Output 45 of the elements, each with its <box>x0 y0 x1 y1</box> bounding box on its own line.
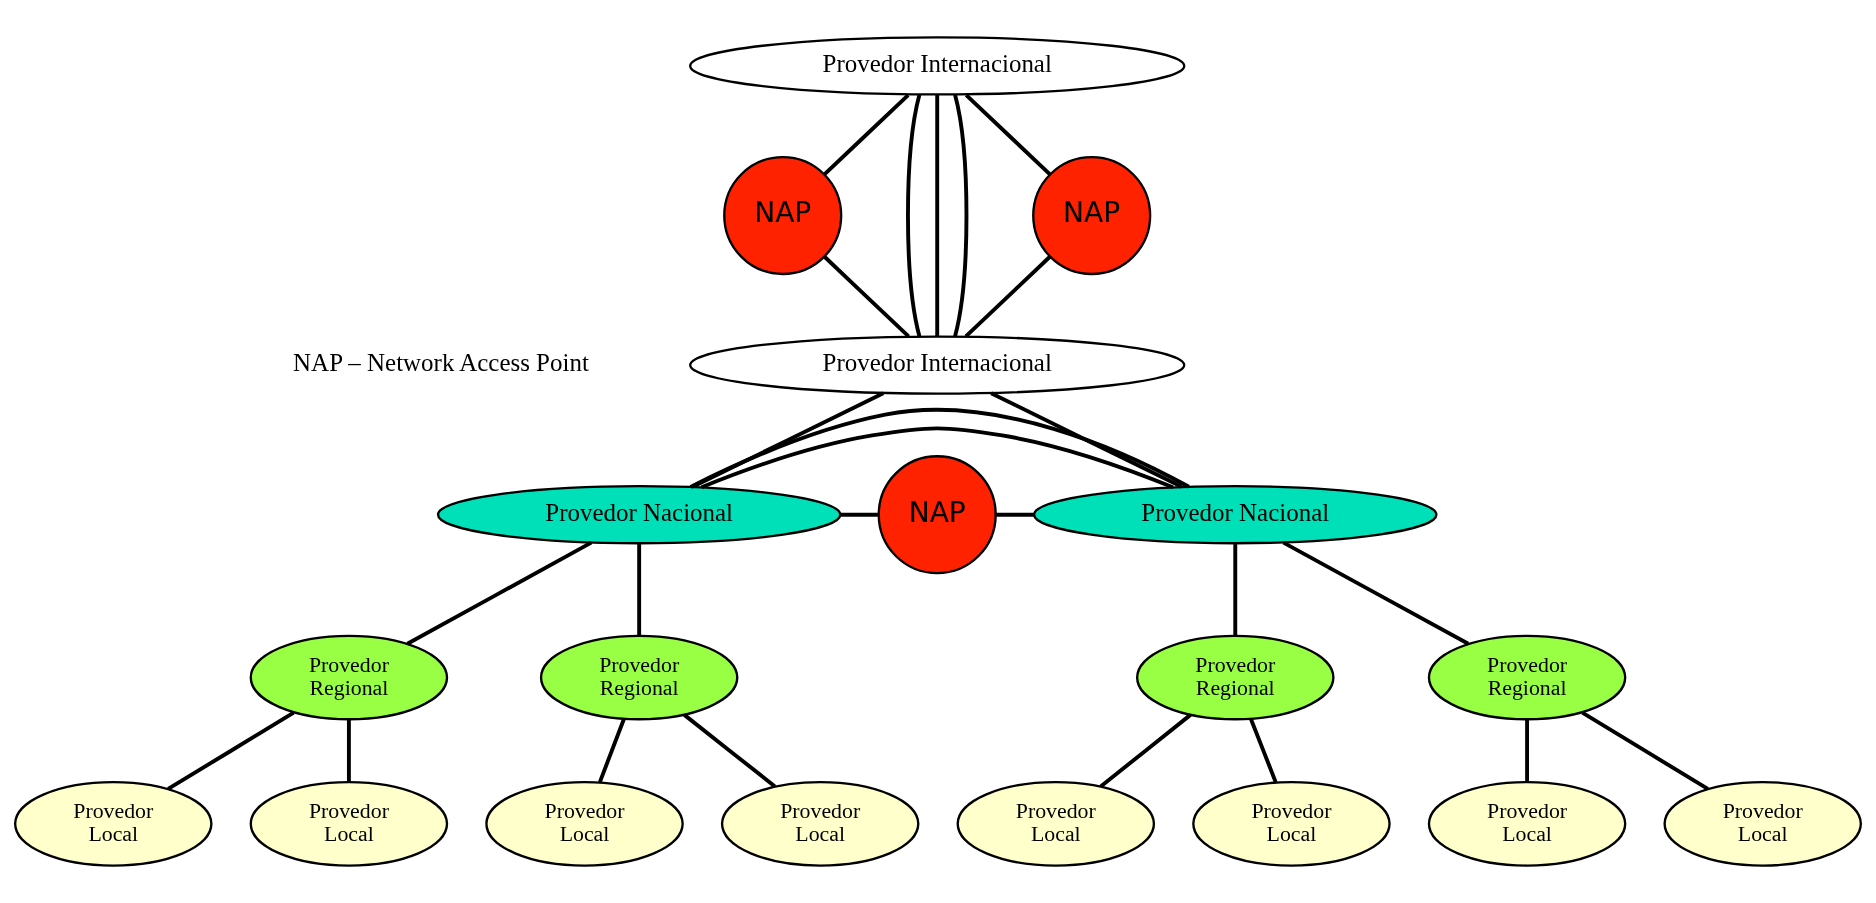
connector <box>689 408 1190 489</box>
node-ellipse: Provedor Local <box>1427 780 1627 867</box>
node-circle: NAP <box>1032 155 1152 276</box>
connector <box>964 93 1052 176</box>
node-ellipse: Provedor Internacional <box>689 36 1186 96</box>
connector <box>1249 718 1278 783</box>
connector <box>823 255 910 338</box>
node-ellipse: Provedor Internacional <box>689 335 1186 395</box>
label: NAP – Network Access Point <box>293 349 589 377</box>
connector <box>406 540 593 646</box>
connector <box>953 94 969 337</box>
connector <box>935 94 940 337</box>
node-ellipse: Provedor Regional <box>249 634 449 721</box>
connector <box>1525 719 1530 782</box>
node-ellipse: Provedor Local <box>956 780 1156 867</box>
node-ellipse: Provedor Local <box>720 780 920 867</box>
connector <box>990 391 1183 489</box>
connector <box>964 255 1052 338</box>
connector <box>1099 713 1192 788</box>
connector <box>167 711 295 791</box>
connector <box>1233 544 1238 636</box>
connector <box>840 512 878 517</box>
connector <box>683 713 777 788</box>
connector <box>906 94 922 337</box>
node-circle: NAP <box>877 455 997 575</box>
connector <box>346 719 351 782</box>
node-ellipse: Provedor Local <box>1663 780 1862 867</box>
node-ellipse: Provedor Local <box>249 780 449 867</box>
node-ellipse: Provedor Nacional <box>436 485 842 545</box>
node-ellipse: Provedor Local <box>14 780 213 867</box>
connector <box>700 426 1174 490</box>
node-ellipse: Provedor Regional <box>1136 634 1335 721</box>
node-ellipse: Provedor Regional <box>1427 634 1627 721</box>
connector <box>996 512 1035 517</box>
node-ellipse: Provedor Regional <box>539 634 739 721</box>
connector <box>637 544 642 636</box>
connector <box>1282 540 1470 646</box>
node-circle: NAP <box>723 155 843 276</box>
connector <box>691 391 885 489</box>
node-ellipse: Provedor Local <box>1192 780 1391 867</box>
connector <box>823 93 910 176</box>
connector <box>598 718 626 783</box>
connector <box>1581 711 1709 791</box>
node-ellipse: Provedor Nacional <box>1032 485 1438 545</box>
node-ellipse: Provedor Local <box>485 780 684 867</box>
